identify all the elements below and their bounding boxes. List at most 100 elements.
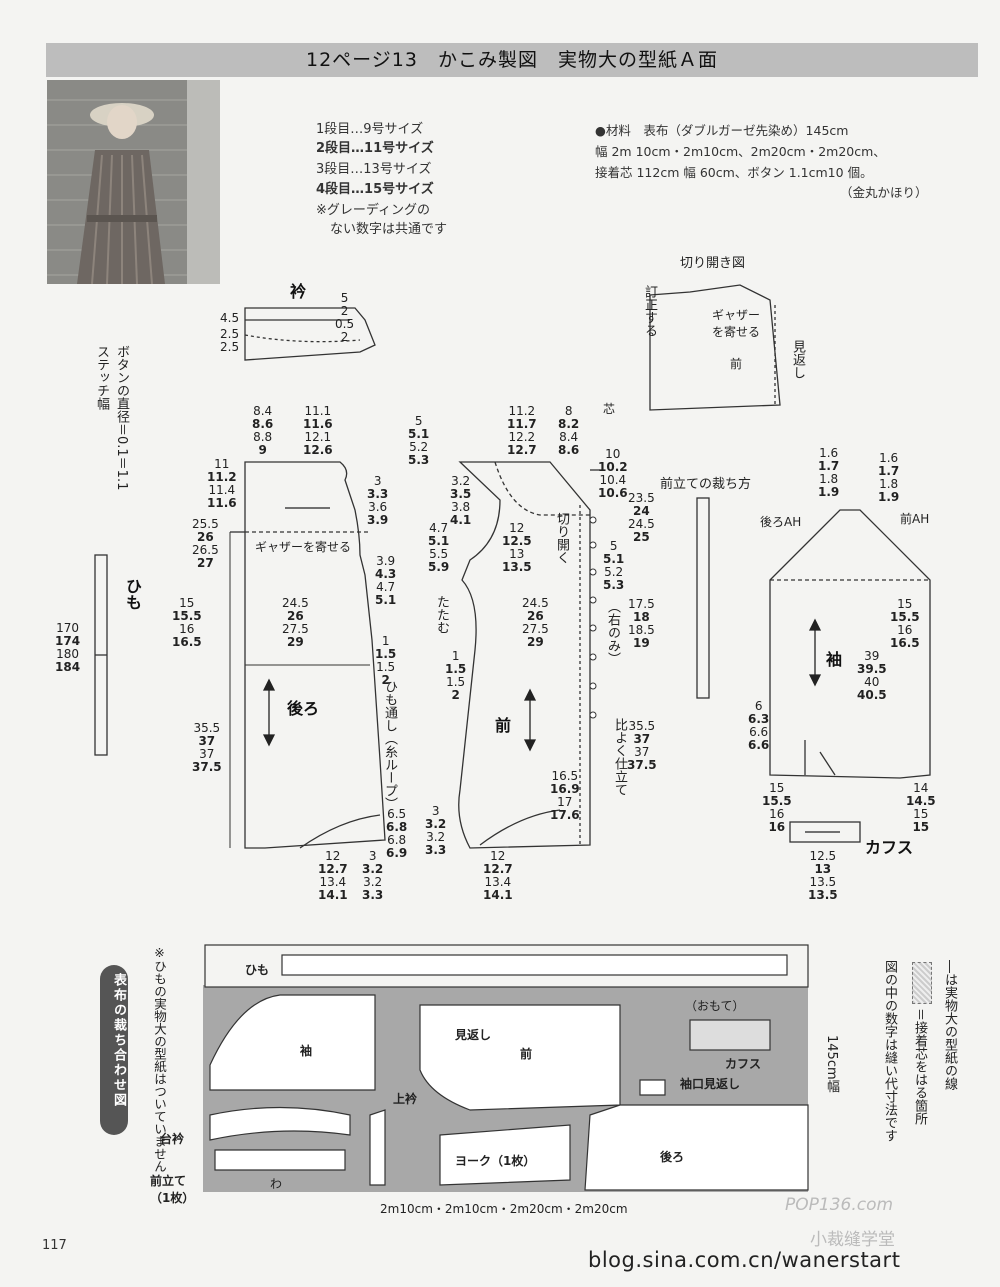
materials-line-2: 幅 2m 10cm・2m10cm、2m20cm・2m20cm、 (595, 144, 886, 159)
layout-piece-front: 前 (520, 1047, 533, 1061)
layout-piece-tie: ひも (245, 963, 270, 977)
layout-fold-mark: わ (270, 1177, 283, 1191)
front-label: 前 (495, 716, 512, 735)
size-line-3: 3段目…13号サイズ (316, 162, 432, 177)
grading-note-2: ない数字は共通です (330, 222, 448, 237)
layout-surface-label: （おもて） (685, 999, 745, 1013)
size-line-1: 1段目…9号サイズ (316, 122, 424, 137)
legend-line-1: ―は実物大の型紙の線 (942, 960, 957, 1090)
layout-title: 表布の裁ち合わせ図 (111, 973, 126, 1108)
layout-piece-collar-stand: 台衿 (160, 1132, 185, 1146)
facing-label: 見返し (790, 340, 805, 379)
page-title: 12ページ13 かこみ製図 実物大の型紙Ａ面 (306, 49, 718, 71)
fabric-width-label: 145cm幅 (824, 1035, 839, 1093)
materials-line-3: 接着芯 112cm 幅 60cm、ボタン 1.1cm10 個。 (595, 165, 873, 180)
size-line-2: 2段目…11号サイズ (316, 141, 434, 156)
legend-line-2: ＝接着芯をはる箇所 (912, 1008, 927, 1126)
layout-piece-sleeve: 袖 (300, 1044, 313, 1058)
cut-open-front-label: 前 (730, 357, 743, 371)
blog-url: blog.sina.com.cn/wanerstart (588, 1248, 901, 1272)
layout-piece-cuff-facing: 袖口見返し (680, 1077, 741, 1091)
page-number: 117 (42, 1238, 67, 1253)
watermark-pop136: POP136.com (785, 1195, 894, 1215)
fold-label: たたむ (434, 595, 449, 634)
layout-piece-placket: 前立て（1枚） (150, 1174, 195, 1205)
layout-piece-yoke: ヨーク（1枚） (455, 1154, 536, 1168)
cuff-label: カフス (865, 838, 914, 857)
size-line-4: 4段目…15号サイズ (316, 182, 434, 197)
materials-line-1: ●材料 表布（ダブルガーゼ先染め）145cm (595, 123, 849, 138)
stitch-width-note: ステッチ幅 (94, 345, 109, 410)
layout-piece-cuff: カフス (725, 1057, 762, 1071)
interfacing-swatch (912, 962, 932, 1004)
layout-title-box (100, 965, 128, 1135)
right-only-label: （右のみ） (605, 600, 620, 665)
gather-label-2: ギャザー を寄せる (712, 308, 761, 339)
placket-cut-title: 前立ての裁ち方 (660, 477, 752, 492)
layout-piece-upper-collar: 上衿 (393, 1092, 418, 1106)
model-photo (47, 80, 220, 284)
layout-note: ※ひもの実物大の型紙はついていません (152, 945, 167, 1173)
back-label: 後ろ (287, 699, 320, 718)
tie-loop-label: ひも通し（糸ループ） (382, 680, 397, 810)
legend-line-3: 図の中の数字は縫い代寸法です (882, 960, 897, 1142)
gather-label: ギャザーを寄せる (255, 540, 352, 554)
grading-note-1: ※グレーディングの (316, 203, 430, 218)
correct-label: 訂正する (642, 285, 657, 337)
sleeve-label: 袖 (826, 650, 843, 669)
cut-open-vertical-label: 切り開く (554, 512, 569, 564)
back-ah-label: 後ろAH (760, 515, 802, 529)
collar-label: 衿 (290, 282, 307, 301)
front-ah-label: 前AH (900, 512, 930, 526)
compare-label: 比よく仕立て (612, 718, 627, 796)
interfacing-label: 芯 (603, 402, 616, 416)
title-bar (46, 43, 978, 77)
layout-piece-back: 後ろ (660, 1150, 685, 1164)
materials-credit: （金丸かほり） (840, 185, 928, 200)
layout-piece-facing: 見返し (455, 1028, 492, 1042)
tie-label: ひも (123, 578, 142, 610)
button-diameter-note: ボタンの直径＝0.1＝1.1 (114, 345, 129, 491)
